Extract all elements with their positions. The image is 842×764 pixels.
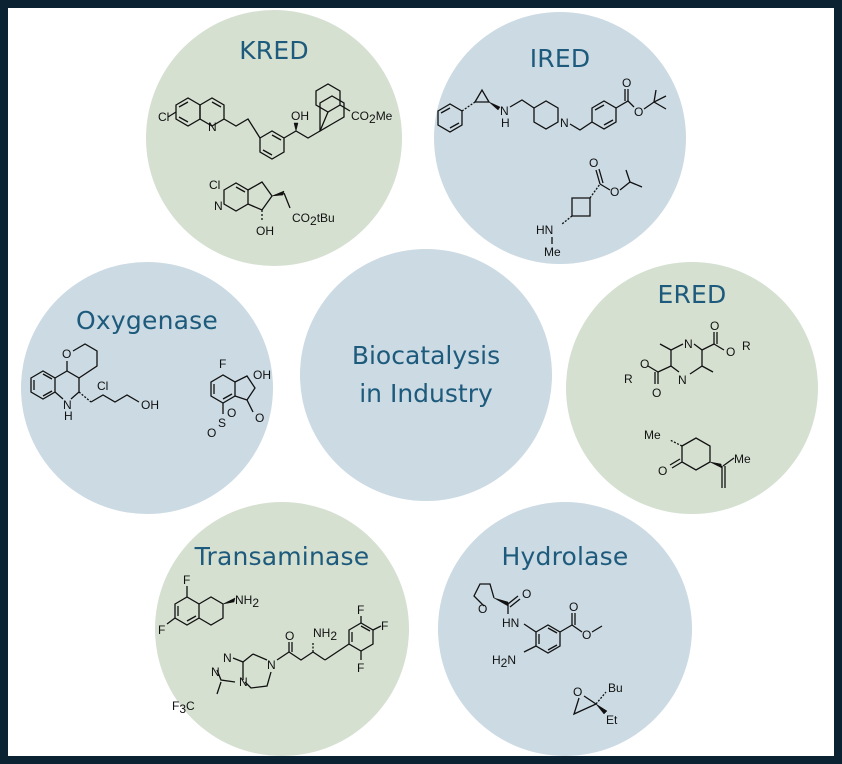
atom-o-carbonyl: O: [569, 600, 578, 614]
group-me-2: Me: [734, 452, 751, 466]
atom-n: N: [208, 120, 217, 134]
atom-h: H: [501, 116, 510, 130]
group-tbu-ester: CO2tBu: [292, 211, 335, 228]
center-title: Biocatalysis in Industry: [300, 337, 552, 413]
atom-n-1: N: [684, 337, 693, 351]
atom-n: N: [214, 199, 223, 213]
atom-f-b: F: [381, 619, 388, 633]
enzyme-circle-ired: IRED N H N O O O O HN Me: [434, 12, 686, 264]
molecule-aminotetralin: F F NH2: [158, 573, 259, 637]
atom-f-a: F: [357, 603, 364, 617]
atom-cl: Cl: [209, 178, 220, 192]
atom-f: F: [219, 357, 226, 371]
group-oh: OH: [256, 224, 274, 238]
molecule-indanone-sulfone: F OH O S O O: [207, 357, 271, 440]
enzyme-circle-kred: KRED Cl N OH CO2Me Cl N OH CO: [146, 10, 402, 266]
group-nh: HN: [536, 223, 553, 237]
group-me-1: Me: [644, 428, 661, 442]
molecule-cyclobutane-ester: O O HN Me: [536, 156, 643, 259]
molecule-oxetane-amide: O O HN H2N O O: [473, 583, 603, 670]
atom-o-epoxide: O: [573, 685, 582, 699]
center-circle: Biocatalysis in Industry: [300, 249, 552, 501]
molecule-tetrahydroquinoline: N H O Cl OH: [30, 343, 159, 423]
atom-o-carbonyl: O: [589, 156, 598, 170]
atom-n: N: [500, 104, 509, 118]
atom-n-bridge: N: [239, 675, 248, 689]
atom-o-carbonyl-2: O: [652, 386, 661, 400]
atom-o-ketone: O: [658, 464, 667, 478]
group-oh: OH: [253, 368, 271, 382]
molecule-epoxide: O Bu Et: [572, 681, 623, 727]
atom-o-oxetane: O: [478, 602, 487, 616]
enzyme-title-hydrolase: Hydrolase: [501, 542, 629, 571]
molecule-sitagliptin: N N N N F3C O NH2 F F F: [172, 603, 388, 716]
enzyme-title-ired: IRED: [529, 44, 591, 73]
enzyme-title-oxygenase: Oxygenase: [76, 306, 218, 335]
atom-o-ester: O: [610, 185, 619, 199]
atom-s: S: [218, 416, 226, 430]
enzyme-circle-oxygenase: Oxygenase N H O Cl OH F OH O S O O: [21, 262, 273, 514]
atom-cl: Cl: [158, 110, 169, 124]
enzyme-circle-transaminase: Transaminase F F NH2 N N N N F3C O NH2 F…: [155, 502, 409, 756]
group-nh2: H2N: [492, 653, 516, 670]
atom-o-ester: O: [582, 628, 591, 642]
center-title-line2: in Industry: [359, 379, 493, 408]
atom-cl: Cl: [97, 379, 108, 393]
atom-n: N: [63, 398, 72, 412]
atom-o-ketone: O: [255, 411, 264, 425]
atom-o-amide: O: [285, 629, 294, 643]
group-et: Et: [606, 713, 618, 727]
atom-f-c: F: [357, 661, 364, 675]
enzyme-circle-hydrolase: Hydrolase O O HN H2N O O O Bu Et: [438, 502, 692, 756]
enzyme-title-transaminase: Transaminase: [194, 542, 370, 571]
group-r-1: R: [742, 339, 751, 353]
atom-o-ester-1: O: [726, 345, 735, 359]
atom-n-triazole-1: N: [223, 651, 232, 665]
enzyme-circle-ered: ERED N N O O R O O R Me O Me: [566, 262, 818, 514]
center-title-line1: Biocatalysis: [351, 341, 501, 370]
atom-n-piperidine: N: [560, 116, 569, 130]
group-nh2: NH2: [235, 593, 259, 610]
group-oh: OH: [141, 398, 159, 412]
atom-o-ester: O: [634, 105, 643, 119]
molecule-cyclopentapyridine: Cl N OH CO2tBu: [209, 178, 335, 238]
group-nh2: NH2: [313, 626, 337, 643]
atom-n-2: N: [678, 373, 687, 387]
group-nh: HN: [502, 616, 519, 630]
atom-o-amide: O: [522, 587, 531, 601]
atom-f-1: F: [183, 573, 190, 587]
group-me: Me: [544, 245, 561, 259]
atom-o-ester-2: O: [640, 357, 649, 371]
atom-o-sulfonyl-1: O: [207, 426, 216, 440]
group-ester: CO2Me: [351, 109, 393, 126]
atom-o-carbonyl-1: O: [710, 319, 719, 333]
group-cf3: F3C: [172, 699, 195, 716]
atom-h: H: [64, 409, 73, 423]
molecule-pyrazine-diester: N N O O R O O R: [624, 319, 751, 400]
atom-f-2: F: [158, 623, 165, 637]
group-bu: Bu: [608, 681, 623, 695]
enzyme-title-ered: ERED: [657, 280, 727, 309]
atom-o: O: [62, 347, 71, 361]
atom-o-carbonyl: O: [622, 76, 631, 90]
enzyme-title-kred: KRED: [239, 36, 309, 65]
atom-n-piperazine: N: [267, 658, 276, 672]
group-r-2: R: [624, 372, 633, 386]
molecule-montelukast-intermediate: Cl N OH CO2Me: [158, 83, 393, 160]
molecule-lsd1-inhibitor: N H N O O: [437, 76, 667, 133]
atom-n-triazole-2: N: [211, 665, 220, 679]
molecule-dihydrocarvone: Me O Me: [644, 428, 751, 488]
group-oh: OH: [291, 109, 309, 123]
atom-o-sulfonyl-2: O: [227, 406, 236, 420]
